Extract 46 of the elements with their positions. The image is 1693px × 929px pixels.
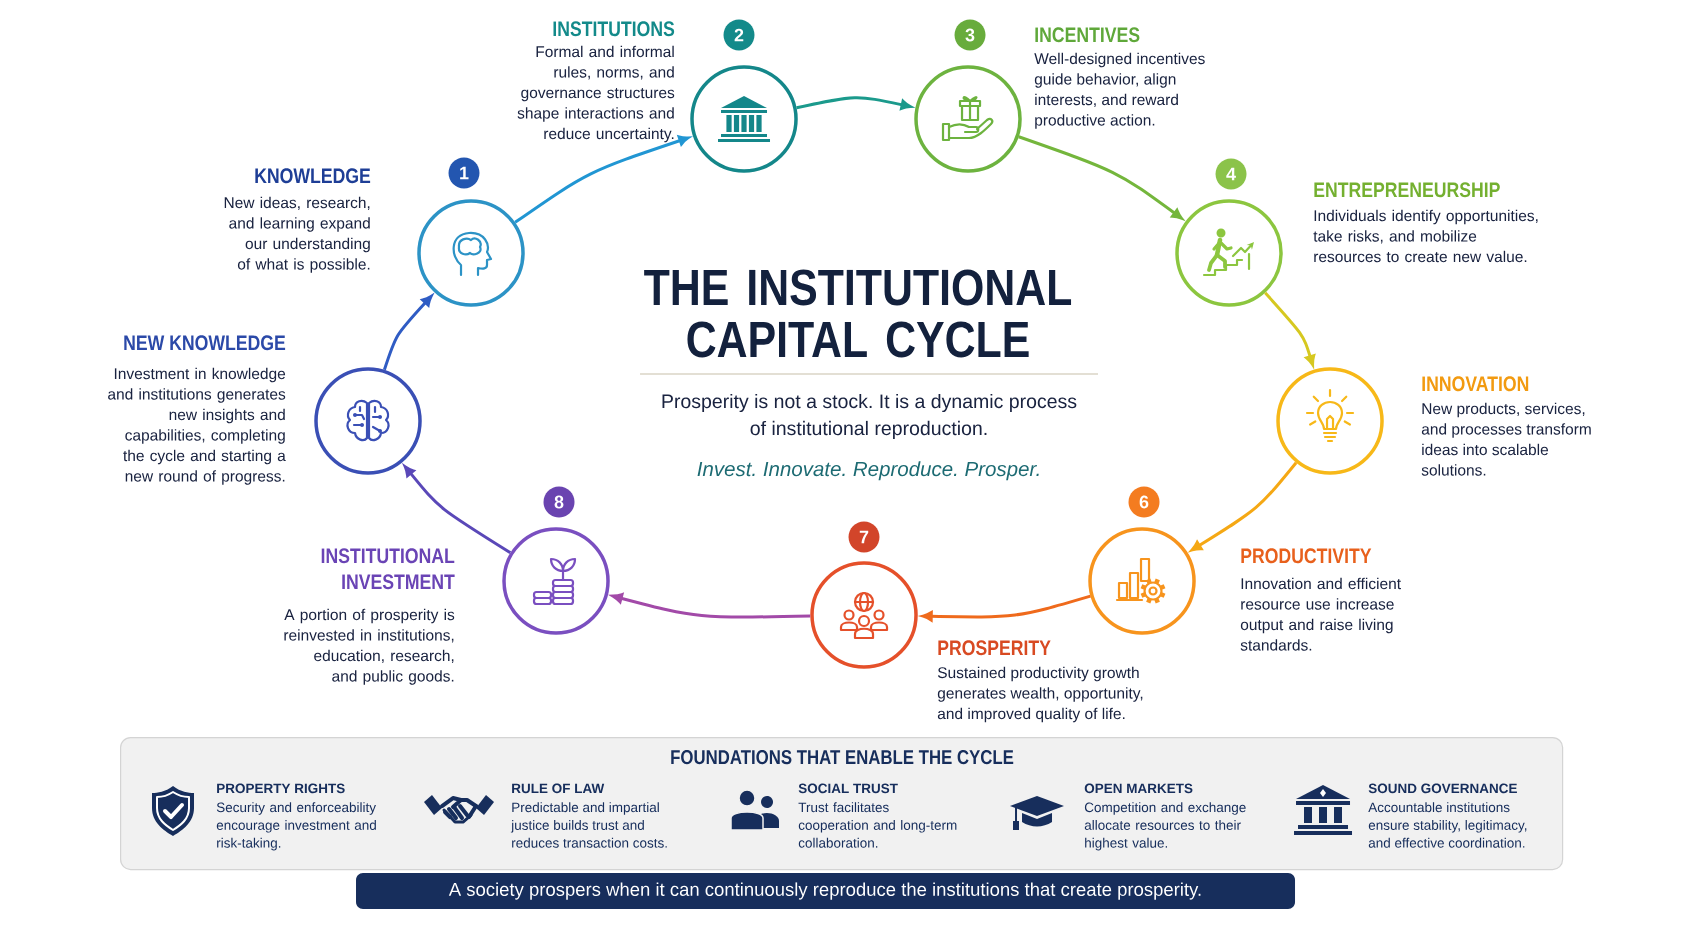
foundation-heading: SOCIAL TRUST [798,783,898,794]
number-badge: 6 [1128,486,1160,518]
step-heading: KNOWLEDGE [255,168,371,184]
step-heading: INNOVATION [1422,376,1529,392]
tagline: Invest. Innovate. Reproduce. Prosper. [697,461,1039,481]
number-badge: 8 [543,486,575,518]
foundation-description: Competition and exchange allocate resources to their highest value. [1084,802,1246,851]
step-heading: ENTREPRENEURSHIP [1314,182,1500,198]
panel-heading: FOUNDATIONS THAT ENABLE THE CYCLE [671,750,1014,765]
number-badge: 4 [1215,158,1247,190]
number-badge: 1 [448,157,480,189]
step-description: Formal and informal rules, norms, and governance structures shape interactions and reduce uncertainty. [517,45,675,143]
step-heading: INCENTIVES [1035,27,1140,43]
step-heading: INSTITUTIONS [553,21,675,37]
arrow [611,593,811,619]
step-description: Well-designed incentives guide behavior, align interests, and reward productive action. [1034,52,1205,129]
arrow [1190,461,1298,552]
arrow [403,465,512,554]
step-description: Investment in knowledge and institutions generates new insights and capabilities, completing the cycle and starting a new round of progress. [108,367,286,485]
banner: A society prospers when it can continuously reproduce the institutions that create prosperity. [356,873,1295,909]
step-description: Innovation and efficient resource use increase output and raise living standards. [1240,577,1401,651]
number-badge: 3 [954,19,986,51]
step-description: A portion of prosperity is reinvested in institutions, education, research, and public goods. [284,608,455,685]
step-description: New products, services, and processes transform ideas into scalable solutions. [1421,402,1591,476]
foundation-description: Trust facilitates cooperation and long-term collaboration. [798,802,957,848]
number-badge: 7 [848,521,880,553]
subtitle: Prosperity is not a stock. It is a dynamic process of institutional reproduction. [662,393,1077,440]
foundation-description: Accountable institutions ensure stability, legitimacy, and effective coordination. [1368,802,1527,848]
arrow [383,295,433,371]
step-description: New ideas, research, and learning expand our understanding of what is possible. [224,196,370,273]
foundation-heading: SOUND GOVERNANCE [1368,783,1517,794]
foundation-heading: OPEN MARKETS [1084,783,1193,794]
step-description: Sustained productivity growth generates wealth, opportunity, and improved quality of life. [937,666,1143,723]
foundation-description: Predictable and impartial justice builds trust and reduces transaction costs. [510,802,667,848]
number-badge: 2 [723,19,755,51]
arrow [1018,135,1183,220]
foundation-description: Security and enforceability encourage investment and risk-taking. [216,802,376,851]
step-heading: PROSPERITY [938,640,1051,656]
step-description: Individuals identify opportunities, take risks, and mobilize resources to create new value. [1313,209,1538,263]
step-heading: NEW KNOWLEDGE [124,335,286,351]
foundation-heading: RULE OF LAW [512,783,605,794]
title: THE INSTITUTIONAL CAPITAL CYCLE [644,269,1072,358]
step-heading: PRODUCTIVITY [1241,548,1372,564]
arrow [921,594,1091,622]
step-heading: INSTITUTIONAL INVESTMENT [321,548,455,590]
foundation-heading: PROPERTY RIGHTS [217,783,345,794]
